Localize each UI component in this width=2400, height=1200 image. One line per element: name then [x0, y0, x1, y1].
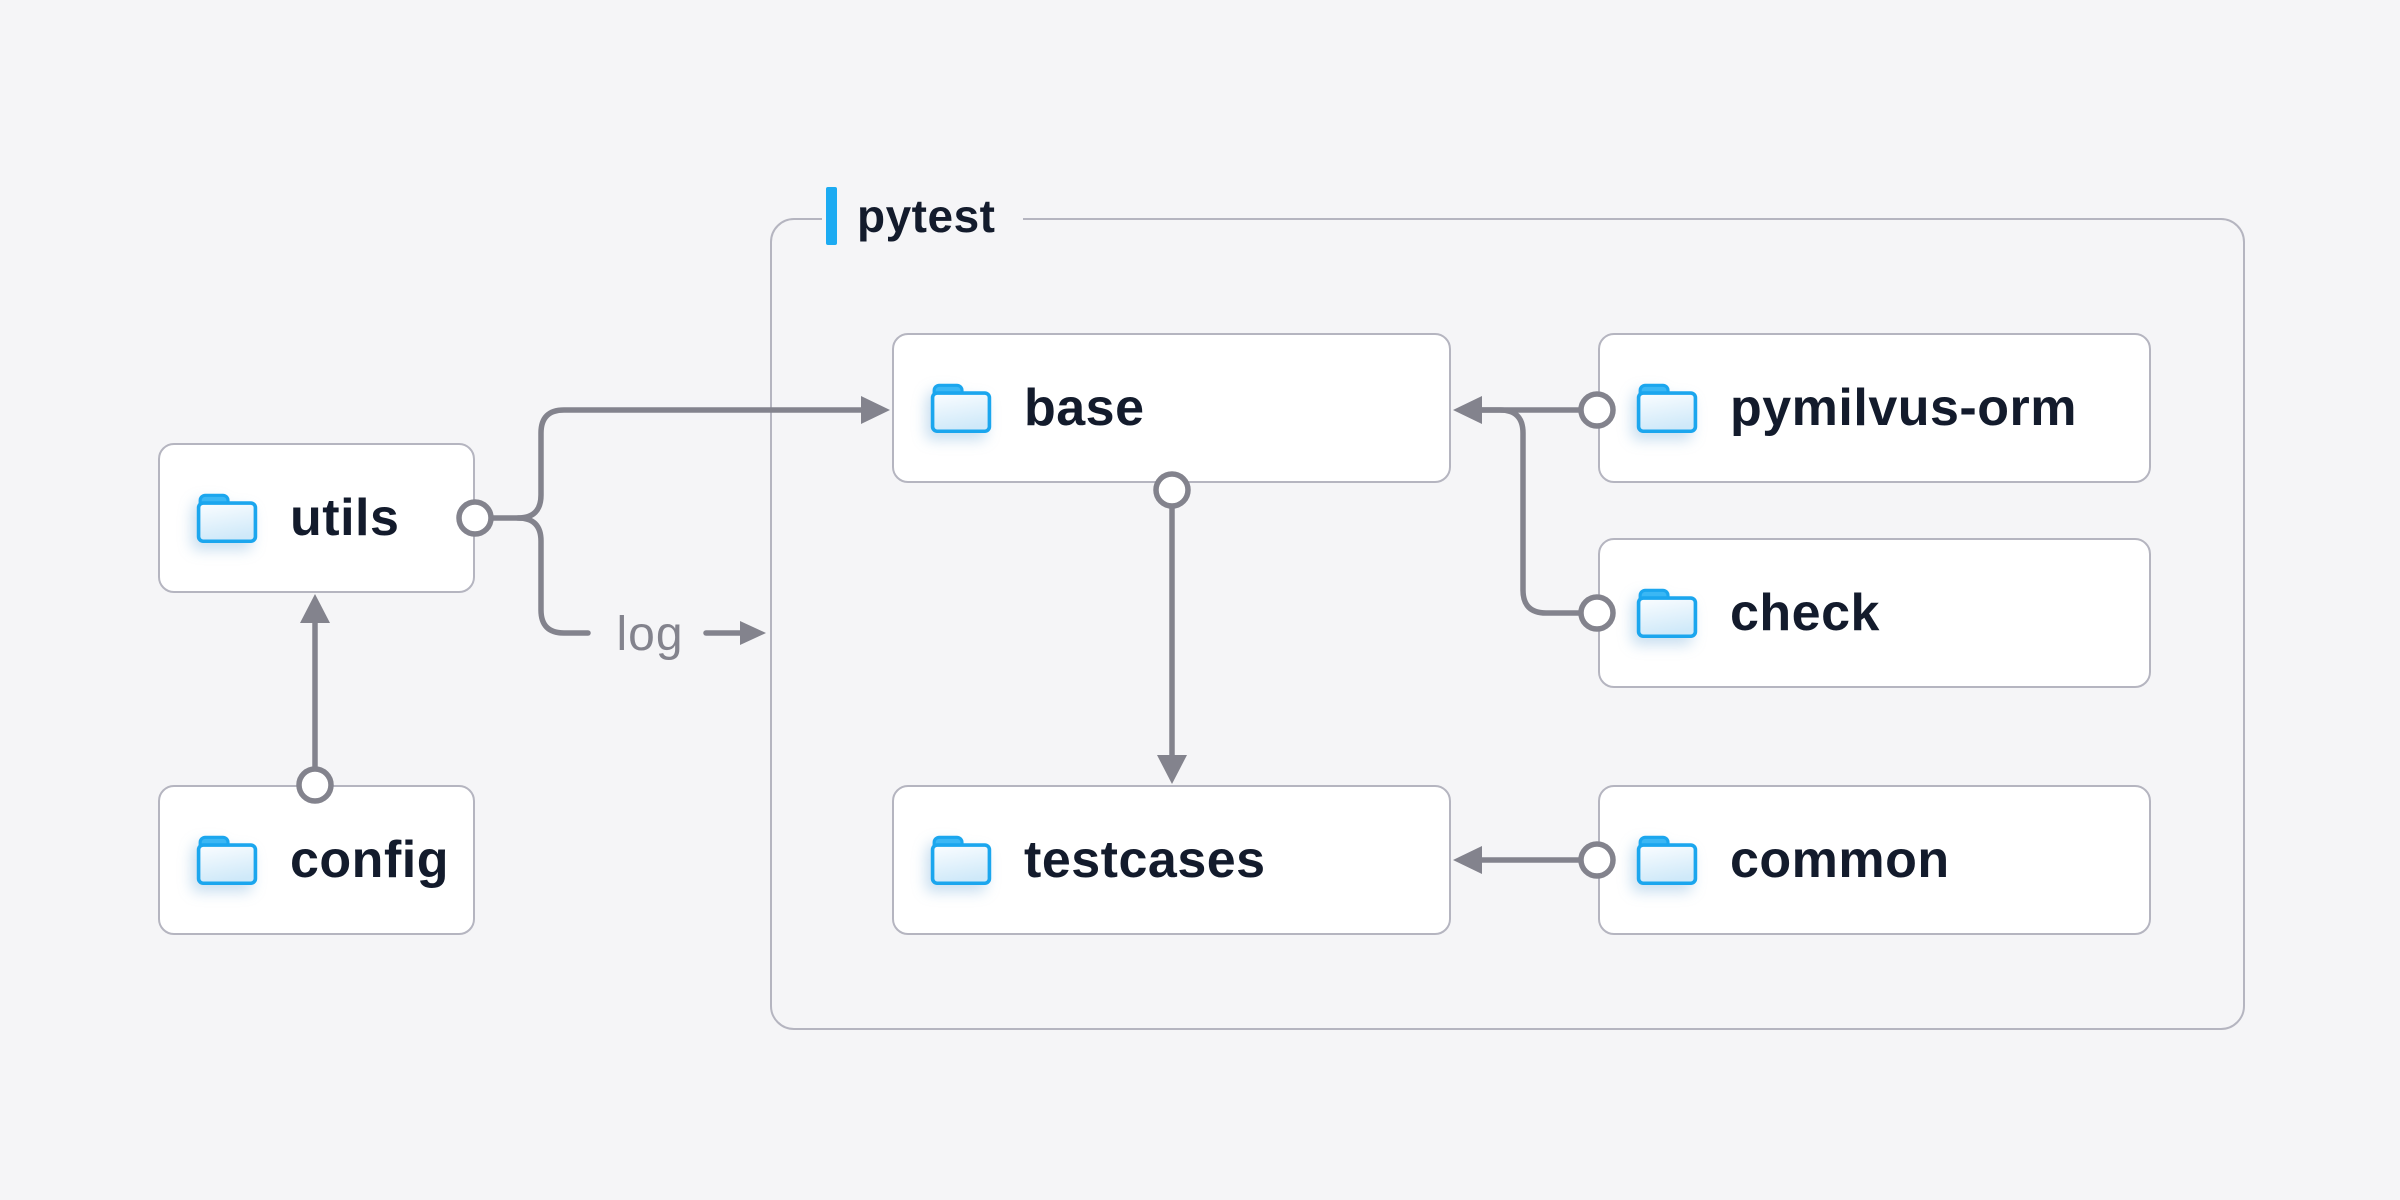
node-pymilvus-orm: pymilvus-orm — [1598, 333, 2151, 483]
accent-bar-icon — [826, 187, 837, 245]
node-base-label: base — [1024, 379, 1145, 437]
node-utils: utils — [158, 443, 475, 593]
node-utils-label: utils — [290, 489, 400, 547]
edge-config-utils — [296, 594, 334, 804]
node-base: base — [892, 333, 1451, 483]
edge-utils-log: log — [456, 499, 766, 661]
node-testcases-label: testcases — [1024, 831, 1266, 889]
node-common-label: common — [1730, 831, 1950, 889]
arrowhead-into-utils — [300, 594, 330, 623]
container-title: pytest — [822, 184, 1024, 248]
folder-icon — [196, 493, 258, 544]
folder-icon — [1636, 835, 1698, 886]
folder-icon — [930, 383, 992, 434]
folder-icon — [930, 835, 992, 886]
container-title-label: pytest — [857, 190, 996, 242]
arrowhead-log — [740, 621, 766, 645]
folder-icon — [1636, 383, 1698, 434]
folder-icon — [196, 835, 258, 886]
folder-icon — [1636, 588, 1698, 639]
pytest-group-container — [770, 218, 2245, 1030]
node-check: check — [1598, 538, 2151, 688]
node-pymilvus-orm-label: pymilvus-orm — [1730, 379, 2077, 437]
edge-label-log: log — [616, 608, 683, 661]
node-config: config — [158, 785, 475, 935]
node-config-label: config — [290, 831, 449, 889]
node-common: common — [1598, 785, 2151, 935]
node-check-label: check — [1730, 584, 1880, 642]
node-testcases: testcases — [892, 785, 1451, 935]
